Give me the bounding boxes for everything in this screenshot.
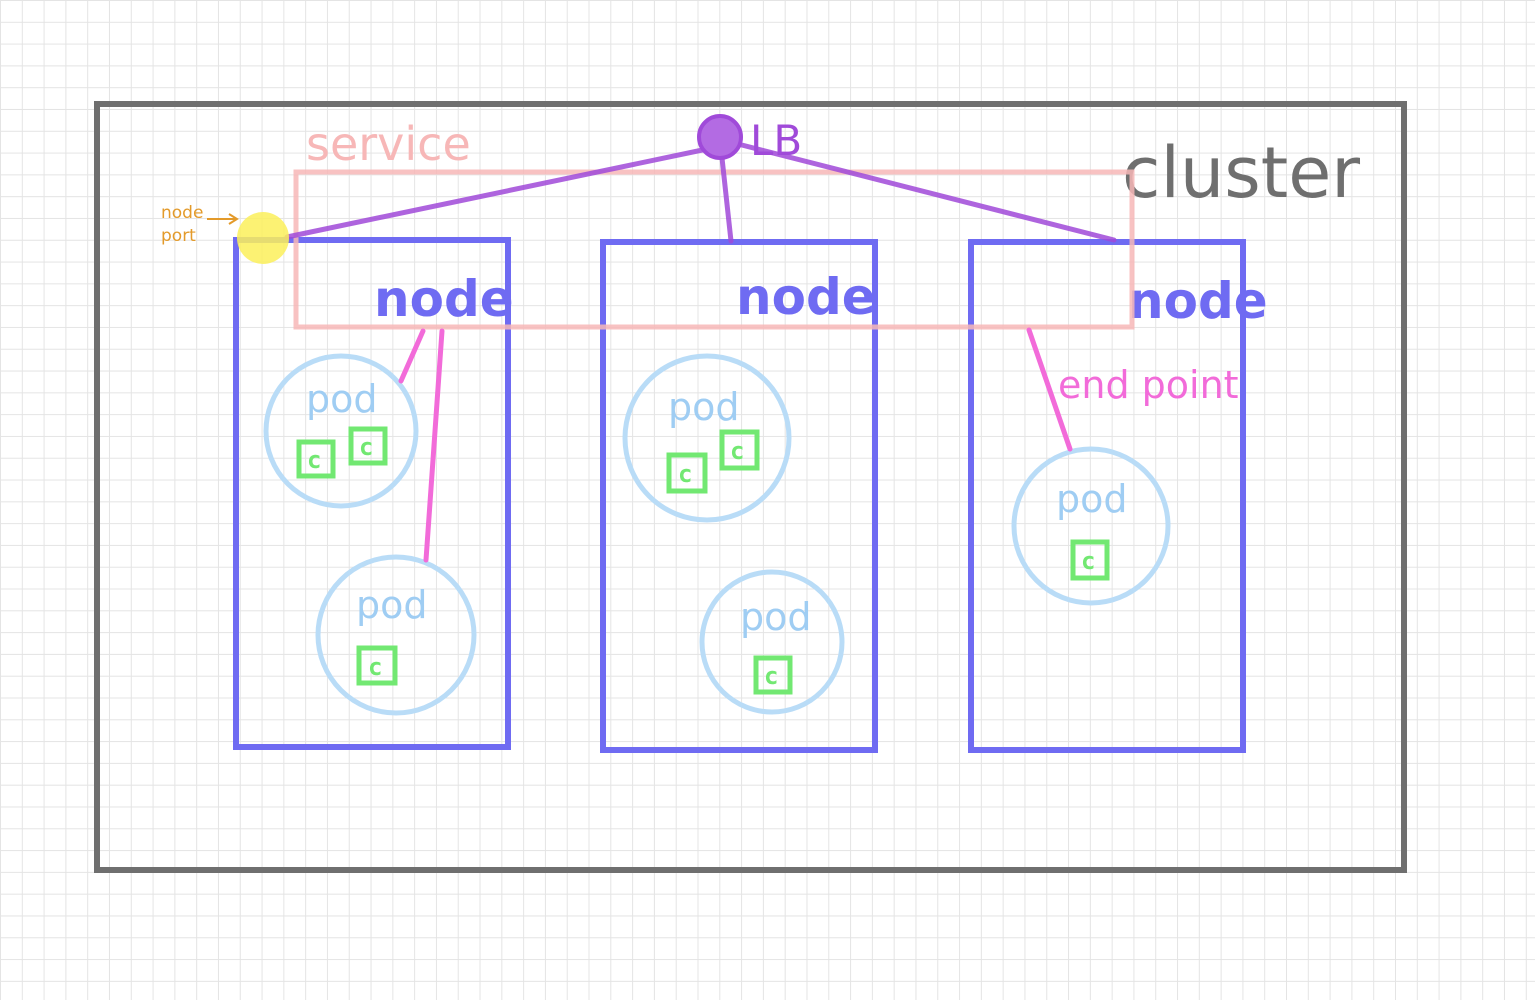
pod-label-1-2: pod [356,583,428,627]
node-box-2 [600,239,878,753]
container-2-1-b: c [719,429,760,471]
pod-2-1 [622,353,792,523]
pod-label-3-1: pod [1056,477,1128,521]
container-1-2-a: c [356,645,398,686]
container-2-1-a: c [666,452,708,494]
pod-label-1-1: pod [306,377,378,421]
svg-text:c: c [368,653,382,681]
node-box-3 [968,239,1246,753]
endpoint-line-3 [1026,327,1073,452]
lb-label: LB [750,116,802,165]
endpoint-line-1 [398,328,426,384]
container-1-1-a: c [296,439,336,479]
node-port-dot [237,212,289,264]
endpoint-label: end point [1058,363,1239,407]
lb-link-node-2 [719,155,734,244]
node-label-2: node [736,268,876,326]
svg-text:c: c [764,662,778,690]
node-port-arrow [207,213,239,225]
svg-text:c: c [307,446,321,474]
node-port-label-line1: node [161,203,203,223]
service-label: service [306,117,471,171]
endpoint-line-2 [423,328,445,563]
lb-link-node-1 [284,145,715,240]
lb-icon [697,114,743,160]
pod-label-2-2: pod [740,595,812,639]
pod-1-2 [315,554,477,716]
svg-text:c: c [678,460,692,488]
container-2-2-a: c [753,655,793,695]
pod-3-1 [1011,446,1171,606]
lb-link-node-3 [731,140,1117,243]
container-3-1-a: c [1070,539,1110,581]
node-box-1 [233,237,511,750]
cluster-box [94,101,1407,873]
svg-text:c: c [1081,547,1095,575]
service-box [293,169,1135,330]
svg-text:c: c [730,437,744,465]
node-label-1: node [374,270,514,328]
node-label-3: node [1128,272,1268,330]
pod-label-2-1: pod [668,385,740,429]
svg-text:c: c [359,433,373,461]
cluster-label: cluster [1122,132,1360,214]
pod-2-2 [699,569,845,715]
node-port-label-line2: port [161,226,196,246]
pod-1-1 [263,353,419,509]
container-1-1-b: c [348,426,388,466]
